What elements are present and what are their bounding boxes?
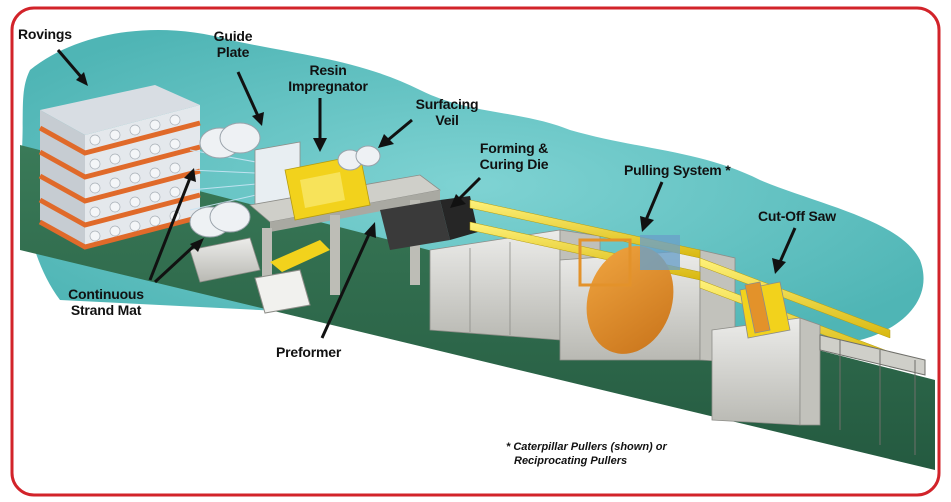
mat-rolls <box>189 122 261 238</box>
rovings-rack <box>38 85 201 250</box>
resin-tray <box>254 240 330 314</box>
label-forming-curing-die: Forming & Curing Die <box>466 140 562 172</box>
curing-die <box>380 196 478 250</box>
label-pulling-system: Pulling System * <box>624 162 731 178</box>
label-resin-impregnator-line2: Impregnator <box>288 78 368 94</box>
callout-arrows <box>56 49 797 339</box>
label-guide-plate-line2: Plate <box>216 44 250 60</box>
roller-conveyor <box>819 334 926 455</box>
label-resin-impregnator-line1: Resin <box>309 62 347 78</box>
label-continuous-strand-mat: Continuous Strand Mat <box>56 286 156 318</box>
label-continuous-strand-mat-line2: Strand Mat <box>70 302 142 318</box>
footnote-line2: Reciprocating Pullers <box>514 455 628 467</box>
label-cut-off-saw: Cut-Off Saw <box>758 208 836 224</box>
caterpillar-puller <box>578 235 680 354</box>
label-forming-curing-die-line2: Curing Die <box>479 156 549 172</box>
label-surfacing-veil: Surfacing Veil <box>408 96 486 128</box>
label-rovings: Rovings <box>18 26 72 42</box>
label-continuous-strand-mat-line1: Continuous <box>68 286 144 302</box>
label-resin-impregnator: Resin Impregnator <box>280 62 376 94</box>
label-forming-curing-die-line1: Forming & <box>479 140 549 156</box>
label-surfacing-veil-line1: Surfacing <box>415 96 479 112</box>
label-guide-plate-line1: Guide <box>213 28 253 44</box>
cut-off-saw <box>711 281 821 426</box>
guide-plate-stand <box>189 141 301 283</box>
label-preformer: Preformer <box>276 344 342 360</box>
footnote-line1: * Caterpillar Pullers (shown) or <box>506 441 667 453</box>
label-surfacing-veil-line2: Veil <box>435 112 459 128</box>
footnote: * Caterpillar Pullers (shown) or Recipro… <box>506 440 667 468</box>
label-guide-plate: Guide Plate <box>206 28 260 60</box>
